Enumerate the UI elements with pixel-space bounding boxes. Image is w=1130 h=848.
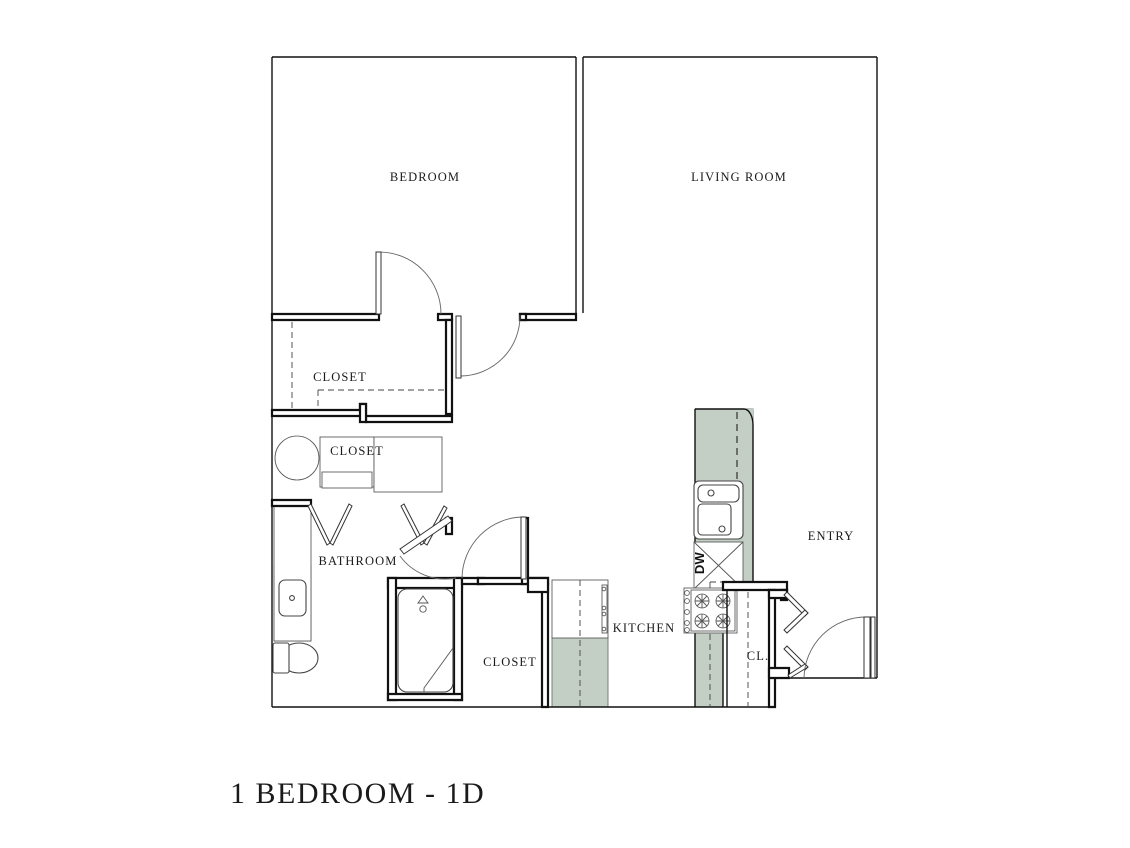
hall-closet-door-arc bbox=[461, 516, 525, 579]
range-knob-4 bbox=[684, 620, 690, 626]
refrigerator-hinge-top bbox=[601, 586, 607, 592]
hall-closet: CLOSET bbox=[460, 516, 550, 709]
wall-bottom-entry-step bbox=[774, 677, 877, 707]
linen-closet: CLOSET bbox=[274, 435, 443, 493]
closet2-shelf bbox=[321, 471, 373, 489]
refrigerator-hinge-bot bbox=[601, 626, 607, 632]
room-label-kitchen: KITCHEN bbox=[613, 621, 676, 635]
front-door-swing-arc bbox=[803, 616, 867, 679]
entry-bifold-upper-b[interactable] bbox=[783, 609, 809, 634]
range-knobs bbox=[684, 590, 690, 633]
refrigerator-hinge-mid bbox=[601, 605, 607, 611]
room-label-entry: ENTRY bbox=[808, 529, 854, 543]
range-knob-1 bbox=[684, 590, 690, 596]
wall-hallcloset-jog bbox=[526, 576, 550, 594]
wall-hallcloset-east bbox=[540, 582, 550, 709]
wall-bath-north-step bbox=[358, 402, 368, 424]
front-door-frame bbox=[870, 616, 876, 679]
kitchen-sink-large-drain bbox=[718, 525, 726, 533]
wall-entrycloset-top bbox=[721, 580, 789, 592]
closet2-round-fixture bbox=[274, 435, 320, 481]
bedroom-walls bbox=[270, 312, 578, 416]
wall-livingroom-south bbox=[518, 312, 578, 322]
bathroom: BATHROOM bbox=[270, 498, 464, 702]
wall-vanity-head bbox=[270, 498, 313, 508]
toilet-tank bbox=[272, 642, 290, 674]
hall-door-leaf[interactable] bbox=[455, 315, 462, 379]
room-label-closet-bedroom: CLOSET bbox=[313, 370, 367, 384]
bedroom-door-swing-arc bbox=[378, 251, 442, 315]
vanity-sink-drain bbox=[289, 595, 295, 601]
bathtub-drain bbox=[419, 605, 427, 613]
room-label-closet-hall: CLOSET bbox=[483, 655, 537, 669]
wall-entrycloset-east-long bbox=[767, 588, 777, 709]
walls-bath-closet bbox=[270, 402, 454, 424]
vanity-counter-outline bbox=[273, 505, 312, 642]
room-label-bathroom: BATHROOM bbox=[319, 554, 398, 568]
range-knob-5 bbox=[684, 627, 690, 633]
bifold-door-left-b[interactable] bbox=[329, 503, 353, 546]
page-title: 1 BEDROOM - 1D bbox=[230, 777, 485, 810]
hall-closet-door-leaf[interactable] bbox=[520, 516, 527, 580]
range-knob-3 bbox=[684, 609, 690, 615]
hall-closet-door[interactable] bbox=[461, 516, 527, 580]
refrigerator bbox=[551, 579, 609, 707]
wall-closet-bath-divider bbox=[270, 402, 368, 418]
bifold-door-left-a[interactable] bbox=[307, 503, 331, 546]
appliance-label-dishwasher: DW bbox=[692, 551, 707, 574]
kitchen-sink-small-basin bbox=[697, 484, 740, 503]
bathroom-door-swing-arc bbox=[399, 555, 457, 580]
bedroom-closet: CLOSET bbox=[291, 322, 446, 410]
front-entry-door[interactable] bbox=[803, 616, 876, 679]
wall-tub-foot bbox=[386, 692, 464, 702]
room-label-closet-entry: CL. bbox=[747, 649, 769, 663]
hall-door-swing-arc bbox=[460, 314, 521, 377]
wall-tub-west bbox=[386, 576, 398, 702]
refrigerator-body bbox=[551, 579, 609, 639]
kitchen-sink-small-drain bbox=[707, 489, 715, 497]
wall-hallcloset-north bbox=[460, 576, 480, 586]
dishwasher-x-b bbox=[693, 541, 744, 590]
room-label-living-room: LIVING ROOM bbox=[691, 170, 787, 184]
bathtub-basin bbox=[397, 588, 454, 693]
bedroom-door[interactable] bbox=[375, 251, 442, 315]
entry-closet-bifold-doors[interactable] bbox=[783, 591, 809, 679]
wall-bedroom-south-left bbox=[270, 312, 381, 322]
room-label-closet-linen: CLOSET bbox=[330, 444, 384, 458]
refrigerator-hinge-mid2 bbox=[601, 611, 607, 617]
burner-grate-lines bbox=[695, 594, 730, 628]
kitchen-peninsula-corner bbox=[743, 408, 754, 426]
bathroom-door-leaf[interactable] bbox=[399, 515, 453, 555]
wall-bath-north bbox=[364, 414, 454, 424]
wall-closet-east bbox=[444, 318, 454, 416]
closet2-box-right bbox=[373, 436, 443, 493]
wall-bedroom-living-divider bbox=[575, 57, 584, 313]
wall-tub-east bbox=[452, 576, 464, 702]
hall-door[interactable] bbox=[455, 314, 521, 379]
entry-bifold-lower-b[interactable] bbox=[787, 663, 809, 679]
bedroom-door-leaf[interactable] bbox=[375, 251, 382, 315]
kitchen-sink-large-basin bbox=[697, 503, 732, 536]
front-door-leaf[interactable] bbox=[863, 616, 871, 679]
wall-entrycloset-bottom-jog bbox=[767, 666, 791, 680]
bathroom-door[interactable] bbox=[399, 515, 457, 580]
range-knob-2 bbox=[684, 598, 690, 604]
bifold-door-right-a[interactable] bbox=[400, 503, 425, 546]
bathtub-faucet-triangle bbox=[417, 595, 429, 604]
wall-livingroom-jamb bbox=[518, 312, 528, 322]
bathtub-slope bbox=[423, 647, 454, 692]
wall-tub-head bbox=[386, 576, 464, 590]
room-label-bedroom: BEDROOM bbox=[390, 170, 460, 184]
